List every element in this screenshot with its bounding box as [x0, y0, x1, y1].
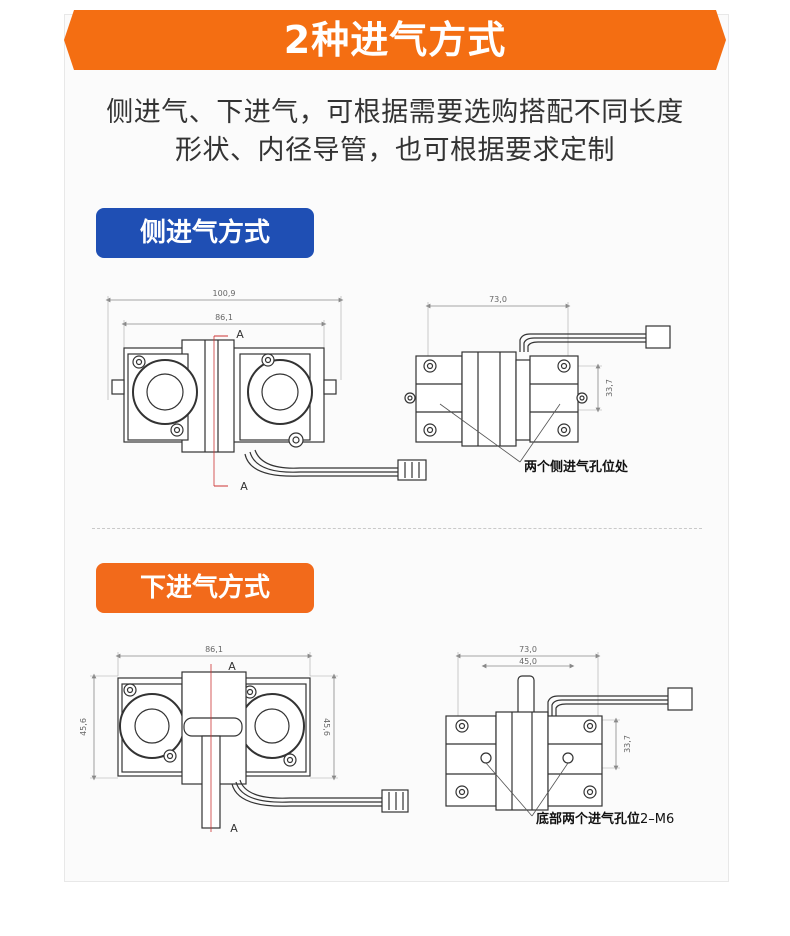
page-title: 2种进气方式 [283, 18, 507, 62]
bottom-intake-label: 下进气方式 [96, 563, 314, 613]
side-intake-label: 侧进气方式 [96, 208, 314, 258]
dim-side-width: 73,0 [489, 295, 507, 304]
side-intake-note: 两个侧进气孔位处 [524, 460, 629, 475]
header-banner [64, 10, 726, 70]
section-mark-bottom-bottom: A [230, 822, 238, 835]
dim-bottom-width: 86,1 [205, 645, 223, 654]
intro-line-2: 形状、内径导管，也可根据要求定制 [175, 135, 615, 166]
dim-bottom-right-height: 45,6 [322, 718, 331, 736]
bottom-intake-note-text: 底部两个进气孔位 [536, 812, 641, 827]
dim-inner-width: 86,1 [215, 313, 233, 322]
dim-bottom-side-height: 33,7 [623, 735, 632, 753]
bottom-intake-note: 底部两个进气孔位2–M6 [536, 808, 674, 827]
section-mark-top-bottom: A [228, 660, 236, 673]
side-front-view [105, 296, 427, 487]
bottom-front-view [90, 652, 409, 832]
dim-total-width: 100,9 [213, 289, 236, 298]
dim-bottom-outer: 73,0 [519, 645, 537, 654]
section-divider [92, 528, 702, 529]
thread-spec: 2–M6 [640, 812, 675, 827]
bottom-side-view [445, 652, 693, 817]
dim-side-height: 33,7 [605, 379, 614, 397]
section-mark-top: A [236, 328, 244, 341]
section-mark-bottom: A [240, 480, 248, 493]
dim-bottom-inner: 45,0 [519, 657, 537, 666]
side-side-view [404, 302, 671, 463]
intro-line-1: 侧进气、下进气，可根据需要选购搭配不同长度 [106, 97, 684, 128]
dim-bottom-left-height: 45,6 [79, 718, 88, 736]
